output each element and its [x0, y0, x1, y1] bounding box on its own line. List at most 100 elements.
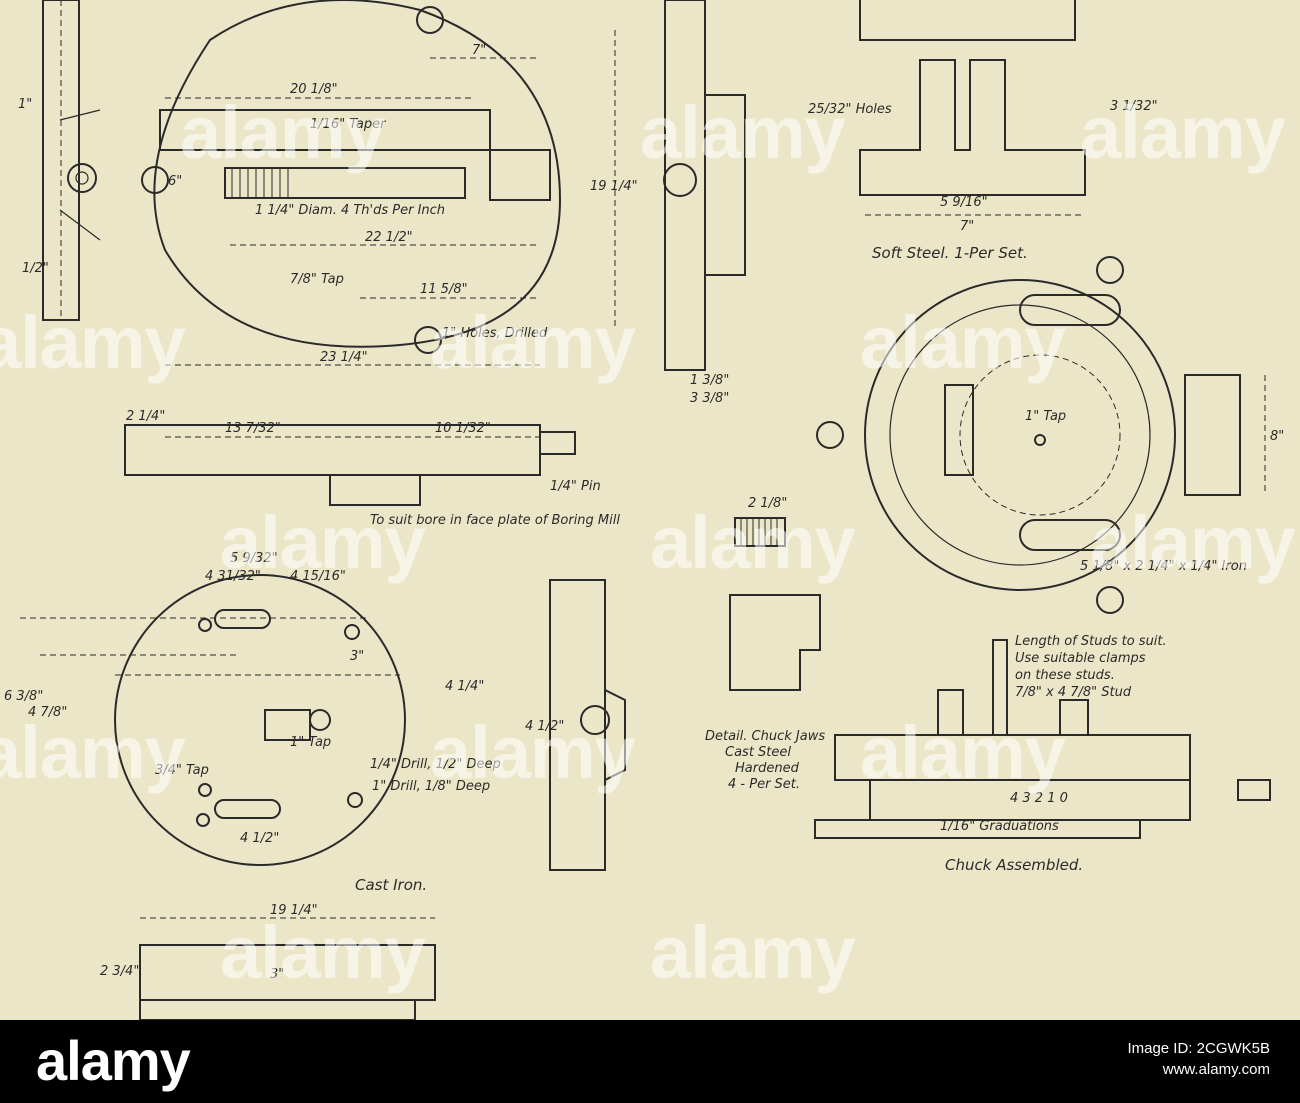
jaw-top-view: [734, 517, 786, 547]
upright-nut: [663, 163, 697, 197]
upright-projection: [704, 94, 746, 276]
label-3-3-8: 3 3/8": [690, 391, 729, 406]
label-2-3-4: 2 3/4": [100, 964, 139, 979]
screw-hatching: [231, 168, 289, 198]
caption-jaws-4: 4 - Per Set.: [728, 777, 800, 792]
chuck-top-lug: [1096, 256, 1124, 284]
chuck-assembled: Length of Studs to suit. Use suitable cl…: [814, 634, 1271, 874]
screw-head: [489, 149, 551, 201]
label-studs-1: Length of Studs to suit.: [1015, 634, 1167, 649]
label-4-1-4: 4 1/4": [445, 679, 484, 694]
bracket-body: [859, 59, 1086, 196]
chuck-center: [1034, 434, 1046, 446]
chuck-bore: [959, 354, 1121, 516]
label-tap-1-b: 1" Tap: [290, 735, 331, 750]
label-studs-3: on these studs.: [1015, 668, 1115, 683]
side-label-upper: 1": [18, 97, 32, 112]
label-tap-1: 1" Tap: [1025, 409, 1066, 424]
label-7-bracket: 7": [960, 219, 974, 234]
label-6: 6": [168, 174, 182, 189]
chuck-side-block: [1184, 374, 1241, 496]
face-hole-b: [344, 624, 360, 640]
label-diam-note: 1 1/4" Diam. 4 Th'ds Per Inch: [255, 203, 445, 218]
label-7: 7": [472, 43, 486, 58]
label-iron-note: 5 1/8" x 2 1/4" x 1/4" Iron: [1080, 559, 1247, 574]
upright-bar: [664, 0, 706, 371]
chuck-jaw-detail: 2 1/8" Detail. Chuck Jaws Cast Steel Har…: [705, 496, 825, 792]
screw-thread: [224, 167, 466, 199]
assembled-jaw-a: [937, 689, 964, 736]
blueprint-sheet: 1" 1/2" 7" 20 1/8" 1/16" Taper 6" 1 1/4"…: [0, 0, 1296, 1020]
face-hole-c: [198, 783, 212, 797]
side-slant-a: [59, 109, 101, 121]
label-13-7-32: 13 7/32": [225, 421, 281, 436]
label-4-7-8: 4 7/8": [28, 705, 67, 720]
footer-image-id: Image ID: 2CGWK5B: [1127, 1040, 1270, 1057]
face-slot-top: [214, 609, 271, 629]
elevation-screw-end: [539, 431, 576, 455]
face-side-bar: [549, 579, 606, 871]
footer-image-info: Image ID: 2CGWK5B www.alamy.com: [1127, 1040, 1270, 1078]
label-22-1-2: 22 1/2": [365, 230, 413, 245]
label-5-9-32: 5 9/32": [230, 551, 278, 566]
label-5-9-16: 5 9/16": [940, 195, 988, 210]
side-boss-inner: [75, 171, 89, 185]
bottom-lug: [414, 326, 442, 354]
face-slot-bottom: [214, 799, 281, 819]
face-side-boss: [604, 689, 626, 781]
top-plan-view: 7" 20 1/8" 1/16" Taper 6" 1 1/4" Diam. 4…: [141, 0, 562, 366]
label-2-1-8: 2 1/8": [748, 496, 787, 511]
caption-soft-steel: Soft Steel. 1-Per Set.: [872, 244, 1028, 262]
label-tap-3-4: 3/4" Tap: [155, 763, 209, 778]
label-6-3-8: 6 3/8": [4, 689, 43, 704]
caption-cast-iron: Cast Iron.: [355, 876, 427, 894]
label-3: 3": [350, 649, 364, 664]
bottom-plate: [139, 944, 436, 1001]
label-bore-note: To suit bore in face plate of Boring Mil…: [370, 513, 620, 528]
chuck-plan-view: 8" 1" Tap 5 1/8" x 2 1/4" x 1/4" Iron: [816, 256, 1284, 614]
label-pin: 1/4" Pin: [550, 479, 601, 494]
assembled-screw-end: [1237, 779, 1271, 801]
assembled-base: [814, 819, 1141, 839]
label-drill-1-4: 1/4" Drill, 1/2" Deep: [370, 757, 501, 772]
label-taper: 1/16" Taper: [310, 117, 387, 132]
label-20-1-8: 20 1/8": [290, 82, 338, 97]
face-side-nut: [580, 705, 610, 735]
center-side-view: 19 1/4" 1 3/8" 3 3/8": [590, 0, 746, 406]
elevation-hub: [329, 474, 421, 506]
label-4-31-32: 4 31/32": [205, 569, 261, 584]
label-4-15-16: 4 15/16": [290, 569, 346, 584]
face-hole-d: [347, 792, 363, 808]
left-side-elevation: 1" 1/2": [18, 0, 101, 321]
bracket-view: 25/32" Holes 5 9/16" 7" 3 1/32" Soft Ste…: [808, 0, 1158, 262]
assembled-upper-body: [834, 734, 1191, 781]
bottom-elevation: 19 1/4" 2 3/4" 3": [100, 903, 436, 1020]
chuck-slot-top: [1019, 294, 1121, 326]
label-graduations: 1/16" Graduations: [940, 819, 1059, 834]
label-holes-drilled: 1" Holes, Drilled: [442, 326, 548, 341]
label-tap-7-8: 7/8" Tap: [290, 272, 344, 287]
drawing-canvas: 1" 1/2" 7" 20 1/8" 1/16" Taper 6" 1 1/4"…: [4, 0, 1284, 1020]
label-19-1-4-side: 19 1/4": [590, 179, 638, 194]
label-2-1-4: 2 1/4": [126, 409, 165, 424]
left-lug: [141, 166, 169, 194]
top-lug: [416, 6, 444, 34]
oval-plate: [153, 0, 562, 348]
slide-bar: [159, 109, 491, 151]
caption-jaws-3: Hardened: [735, 761, 800, 776]
caption-jaws-2: Cast Steel: [725, 745, 791, 760]
face-hole-a: [198, 618, 212, 632]
chuck-ring: [889, 304, 1151, 566]
label-3-bottom: 3": [270, 967, 284, 982]
face-center-thread: [264, 709, 311, 741]
caption-assembled: Chuck Assembled.: [945, 856, 1083, 874]
face-center-hole: [309, 709, 331, 731]
label-drill-1: 1" Drill, 1/8" Deep: [372, 779, 490, 794]
bracket-top: [859, 0, 1076, 41]
label-holes-25-32: 25/32" Holes: [808, 102, 892, 117]
label-3-1-32: 3 1/32": [1110, 99, 1158, 114]
side-label-lower: 1/2": [22, 261, 49, 276]
footer-site-link[interactable]: www.alamy.com: [1162, 1061, 1270, 1078]
footer-logo[interactable]: alamy: [36, 1029, 191, 1092]
assembled-jaw-b: [1059, 699, 1089, 736]
